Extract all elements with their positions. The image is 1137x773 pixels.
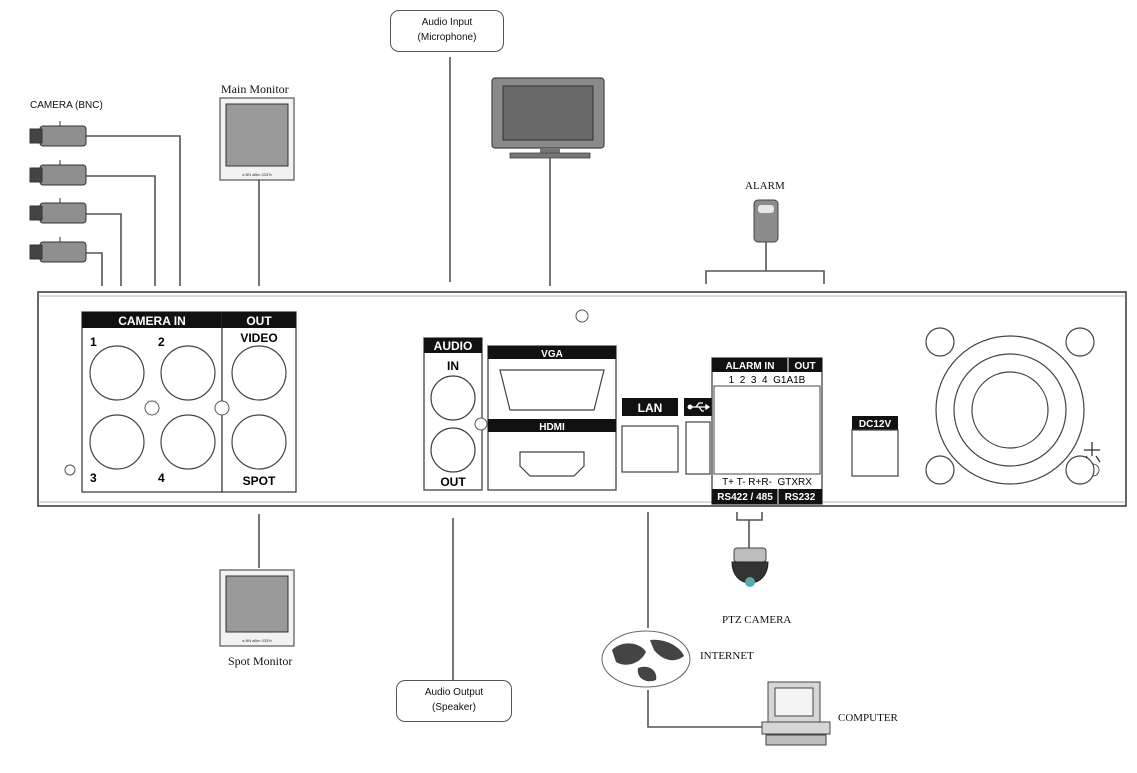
usb-port: [685, 421, 711, 475]
alarm-rs-section: ALARM IN OUT 1 2 3 4 G1A1B T+ T- R+R- GT…: [711, 357, 823, 505]
computer-cable: [647, 690, 762, 728]
audio-out-port: [430, 427, 476, 473]
usb-icon: [687, 402, 711, 412]
vga-label: VGA: [541, 349, 563, 360]
dc-power-port: [851, 429, 899, 477]
audio-in-port: [430, 375, 476, 421]
computer-label: COMPUTER: [838, 712, 898, 724]
main-monitor-screen-text: a BN aBm 333%: [242, 172, 272, 177]
audio-output-line2: (Speaker): [432, 702, 476, 713]
bnc-port-3: [89, 414, 145, 470]
video-out-header: OUT: [246, 314, 272, 328]
alarm-in-label: ALARM IN: [726, 361, 775, 372]
camera1-cable: [86, 135, 181, 286]
audio-in-label: IN: [447, 359, 459, 373]
lan-section: LAN: [621, 398, 679, 473]
audio-output-callout: Audio Output (Speaker): [396, 680, 512, 722]
hdmi-port: [519, 451, 585, 477]
spot-monitor-icon: a BN aBm 333%: [219, 569, 295, 647]
main-monitor-label: Main Monitor: [221, 82, 289, 96]
audio-input-line1: Audio Input: [421, 17, 473, 28]
camera-icon-4: [29, 237, 87, 263]
camera-icon-1: [29, 121, 87, 147]
channel-4-label: 4: [158, 471, 165, 485]
video-out-section: OUT VIDEO SPOT: [214, 311, 297, 493]
camera3-cable: [86, 213, 122, 286]
video-out-port: [231, 345, 287, 401]
audio-input-line2: (Microphone): [417, 32, 477, 43]
audio-header: AUDIO: [434, 339, 473, 353]
computer-icon: [761, 681, 831, 746]
alarm-label: ALARM: [745, 180, 785, 192]
ptz-bus: [736, 512, 763, 521]
camera2-cable: [86, 175, 156, 286]
channel-3-label: 3: [90, 471, 97, 485]
camera-in-label: CAMERA IN: [118, 314, 186, 328]
usb-section: [684, 398, 712, 475]
tv-monitor-icon: [491, 77, 605, 159]
ptz-camera-icon: [731, 547, 769, 587]
main-monitor-icon: a BN aBm 333%: [219, 97, 295, 181]
terminal-block: [713, 385, 821, 475]
ptz-camera-label: PTZ CAMERA: [722, 614, 792, 626]
alarm-out-label: OUT: [794, 361, 815, 372]
audio-section: AUDIO IN OUT: [423, 337, 488, 491]
audio-output-line1: Audio Output: [424, 687, 484, 698]
rs232-label: RS232: [785, 492, 816, 503]
spot-monitor-label: Spot Monitor: [228, 654, 293, 668]
alarm-sensor-icon: [753, 199, 779, 243]
audio-input-callout: Audio Input (Microphone): [390, 10, 504, 52]
spot-monitor-screen-text: a BN aBm 333%: [242, 638, 272, 643]
vga-hdmi-section: VGA HDMI: [487, 345, 617, 491]
spot-label: SPOT: [243, 474, 276, 488]
bnc-port-4: [160, 414, 216, 470]
internet-globe-icon: [601, 630, 691, 688]
dc12v-label: DC12V: [859, 419, 892, 430]
bnc-port-1: [89, 345, 145, 401]
alarm-bus: [705, 270, 825, 284]
lan-port: [621, 425, 679, 473]
hdmi-label: HDMI: [539, 422, 565, 433]
audio-out-label: OUT: [440, 475, 466, 489]
camera-bnc-label: CAMERA (BNC): [30, 100, 103, 111]
bnc-port-2: [160, 345, 216, 401]
alarm-pins-bottom: T+ T- R+R- GTXRX: [722, 477, 812, 488]
camera4-cable: [86, 252, 103, 286]
camera-icon-3: [29, 198, 87, 224]
vga-port: [499, 369, 605, 411]
rs422-label: RS422 / 485: [717, 492, 773, 503]
fan-grille-icon: [925, 327, 1095, 485]
connection-lines: [86, 57, 825, 728]
dc12v-section: DC12V: [851, 416, 899, 477]
channel-1-label: 1: [90, 335, 97, 349]
channel-2-label: 2: [158, 335, 165, 349]
lan-label: LAN: [638, 401, 663, 415]
internet-label: INTERNET: [700, 650, 754, 662]
camera-icon-2: [29, 160, 87, 186]
camera-in-section: CAMERA IN 1 2 3 4: [81, 311, 223, 493]
spot-out-port: [231, 414, 287, 470]
alarm-pins-top: 1 2 3 4 G1A1B: [729, 375, 806, 386]
video-label: VIDEO: [240, 331, 277, 345]
